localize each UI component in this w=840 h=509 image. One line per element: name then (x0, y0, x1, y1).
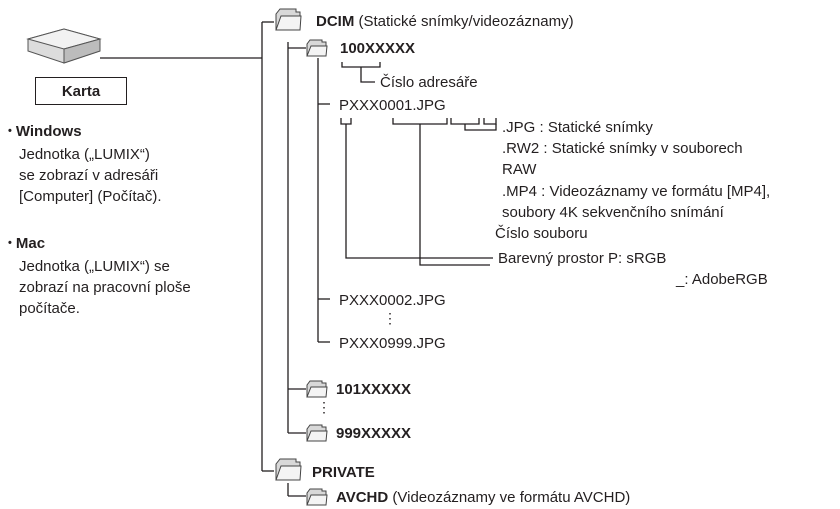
windows-line-1: Jednotka („LUMIX“) (19, 146, 150, 163)
folder-icon (306, 488, 328, 506)
folder-999: 999XXXXX (336, 425, 412, 442)
avchd-folder: AVCHD (Videozáznamy ve formátu AVCHD) (336, 490, 630, 505)
avchd-desc: (Videozáznamy ve formátu AVCHD) (392, 489, 631, 506)
folder-icon (275, 458, 302, 481)
folder-101: 101XXXXX (336, 381, 412, 398)
folder-100: 100XXXXX (340, 40, 416, 57)
ext-rw2-line-2: RAW (502, 161, 537, 178)
card-label: Karta (61, 82, 101, 100)
file-last: PXXX0999.JPG (339, 335, 446, 352)
dcim-folder: DCIM (Statické snímky/videozáznamy) (316, 14, 574, 29)
windows-line-3: [Computer] (Počítač). (19, 188, 162, 205)
mac-info: Mac Jednotka („LUMIX“) se zobrazí na pra… (8, 233, 191, 319)
file-number-label: Číslo souboru (495, 225, 588, 242)
memory-card-icon (26, 28, 102, 64)
mac-title: Mac (8, 233, 191, 256)
ext-rw2-line-1: .RW2 : Statické snímky v souborech (502, 140, 743, 157)
files-vdots: ⋮ (383, 310, 397, 326)
folder-icon (275, 8, 302, 31)
folder-icon (306, 380, 328, 398)
mac-line-1: Jednotka („LUMIX“) se (19, 258, 170, 275)
windows-title: Windows (8, 121, 162, 144)
dcim-desc: (Statické snímky/videozáznamy) (358, 13, 574, 30)
folders-vdots: ⋮ (317, 399, 331, 415)
folder-icon (306, 424, 328, 442)
color-space-line-1: Barevný prostor P: sRGB (498, 250, 667, 267)
folder-icon (306, 39, 328, 57)
ext-jpg: .JPG : Statické snímky (502, 119, 653, 136)
color-space-line-2: _: AdobeRGB (676, 271, 768, 288)
windows-line-2: se zobrazí v adresáři (19, 167, 159, 184)
file-first: PXXX0001.JPG (339, 97, 446, 114)
mac-line-3: počítače. (19, 300, 80, 317)
ext-mp4-line-2: soubory 4K sekvenčního snímání (502, 204, 724, 221)
windows-info: Windows Jednotka („LUMIX“) se zobrazí v … (8, 121, 162, 207)
dir-number-label: Číslo adresáře (380, 74, 478, 91)
dcim-name: DCIM (316, 13, 355, 30)
private-folder: PRIVATE (312, 464, 375, 481)
card-label-box: Karta (35, 77, 127, 105)
mac-line-2: zobrazí na pracovní ploše (19, 279, 191, 296)
avchd-name: AVCHD (336, 489, 389, 506)
ext-mp4-line-1: .MP4 : Videozáznamy ve formátu [MP4], (502, 183, 771, 200)
file-second: PXXX0002.JPG (339, 292, 446, 309)
